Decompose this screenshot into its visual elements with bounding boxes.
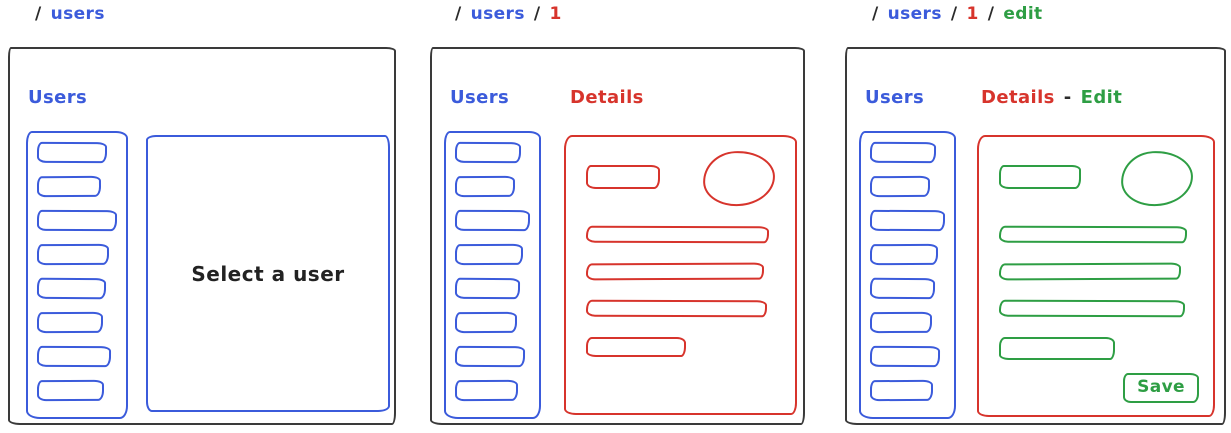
user-list-item bbox=[869, 345, 940, 368]
panel-user-edit: Users Details - Edit Save bbox=[845, 47, 1226, 425]
edit-form-rows bbox=[998, 225, 1193, 318]
save-button: Save bbox=[1123, 373, 1199, 403]
form-row bbox=[998, 225, 1188, 244]
user-list-item bbox=[869, 379, 934, 402]
avatar-circle bbox=[701, 149, 777, 208]
form-row bbox=[998, 262, 1182, 281]
panel-user-details: Users Details bbox=[430, 47, 805, 425]
breadcrumb-separator: / bbox=[872, 4, 879, 24]
users-heading: Users bbox=[28, 87, 88, 108]
form-row bbox=[585, 299, 768, 318]
name-field bbox=[999, 165, 1081, 189]
user-list-item bbox=[36, 209, 118, 232]
form-row bbox=[585, 262, 764, 281]
edit-header-row bbox=[999, 149, 1195, 208]
breadcrumb-separator: / bbox=[455, 4, 462, 24]
detail-header-row bbox=[586, 149, 777, 208]
user-list-item bbox=[36, 379, 105, 402]
user-details-outlet bbox=[564, 135, 797, 415]
detail-form-rows bbox=[585, 225, 775, 318]
details-heading: Details bbox=[570, 87, 644, 108]
name-field bbox=[586, 165, 660, 189]
breadcrumb-separator: / bbox=[533, 4, 541, 24]
user-list-item bbox=[36, 345, 112, 368]
breadcrumb-separator: / bbox=[987, 4, 995, 24]
user-list-item bbox=[454, 243, 523, 266]
user-list-item bbox=[36, 175, 102, 198]
edit-heading: Edit bbox=[1080, 87, 1123, 108]
user-list-item bbox=[454, 379, 519, 402]
avatar-circle bbox=[1119, 149, 1195, 208]
user-list-item bbox=[869, 277, 935, 300]
heading-separator: - bbox=[1063, 87, 1072, 108]
user-list-item bbox=[36, 277, 106, 300]
user-list-item bbox=[454, 141, 522, 164]
form-row-short bbox=[999, 337, 1116, 360]
select-user-placeholder-box: Select a user bbox=[146, 135, 390, 412]
user-list-item bbox=[454, 175, 516, 198]
form-row-short bbox=[586, 337, 687, 357]
user-list-item bbox=[454, 277, 520, 300]
user-list-item bbox=[869, 141, 937, 164]
breadcrumb-segment-user-id: 1 bbox=[549, 4, 562, 24]
user-list-item bbox=[36, 243, 110, 266]
user-list-item bbox=[36, 141, 108, 164]
details-heading: Details bbox=[981, 87, 1055, 108]
user-list-item bbox=[454, 311, 517, 334]
user-list-item bbox=[869, 175, 931, 198]
user-list-item bbox=[869, 209, 946, 232]
user-list-item bbox=[454, 209, 531, 232]
panel-users-index: Users Select a user bbox=[8, 47, 396, 425]
breadcrumb-segment-edit: edit bbox=[1003, 4, 1043, 24]
user-list bbox=[859, 131, 956, 419]
breadcrumb-separator: / bbox=[35, 4, 42, 24]
breadcrumb-segment-users: users bbox=[50, 4, 105, 24]
breadcrumb-user-edit: / users / 1 / edit bbox=[872, 4, 1043, 24]
user-list-item bbox=[869, 311, 932, 334]
placeholder-text: Select a user bbox=[191, 261, 345, 286]
user-list bbox=[444, 131, 541, 419]
user-list-item bbox=[869, 243, 938, 266]
user-list-item bbox=[36, 311, 103, 334]
user-list-item bbox=[454, 345, 525, 368]
details-edit-heading: Details - Edit bbox=[981, 87, 1122, 108]
breadcrumb-segment-users: users bbox=[470, 4, 525, 24]
form-row bbox=[585, 225, 770, 244]
user-list bbox=[26, 131, 128, 419]
breadcrumb-users-index: / users bbox=[35, 4, 105, 24]
form-row bbox=[998, 299, 1186, 318]
users-heading: Users bbox=[450, 87, 510, 108]
breadcrumb-segment-user-id: 1 bbox=[966, 4, 979, 24]
user-edit-outlet: Save bbox=[977, 135, 1215, 417]
breadcrumb-separator: / bbox=[950, 4, 958, 24]
users-heading: Users bbox=[865, 87, 925, 108]
breadcrumb-segment-users: users bbox=[887, 4, 942, 24]
breadcrumb-user-details: / users / 1 bbox=[455, 4, 562, 24]
